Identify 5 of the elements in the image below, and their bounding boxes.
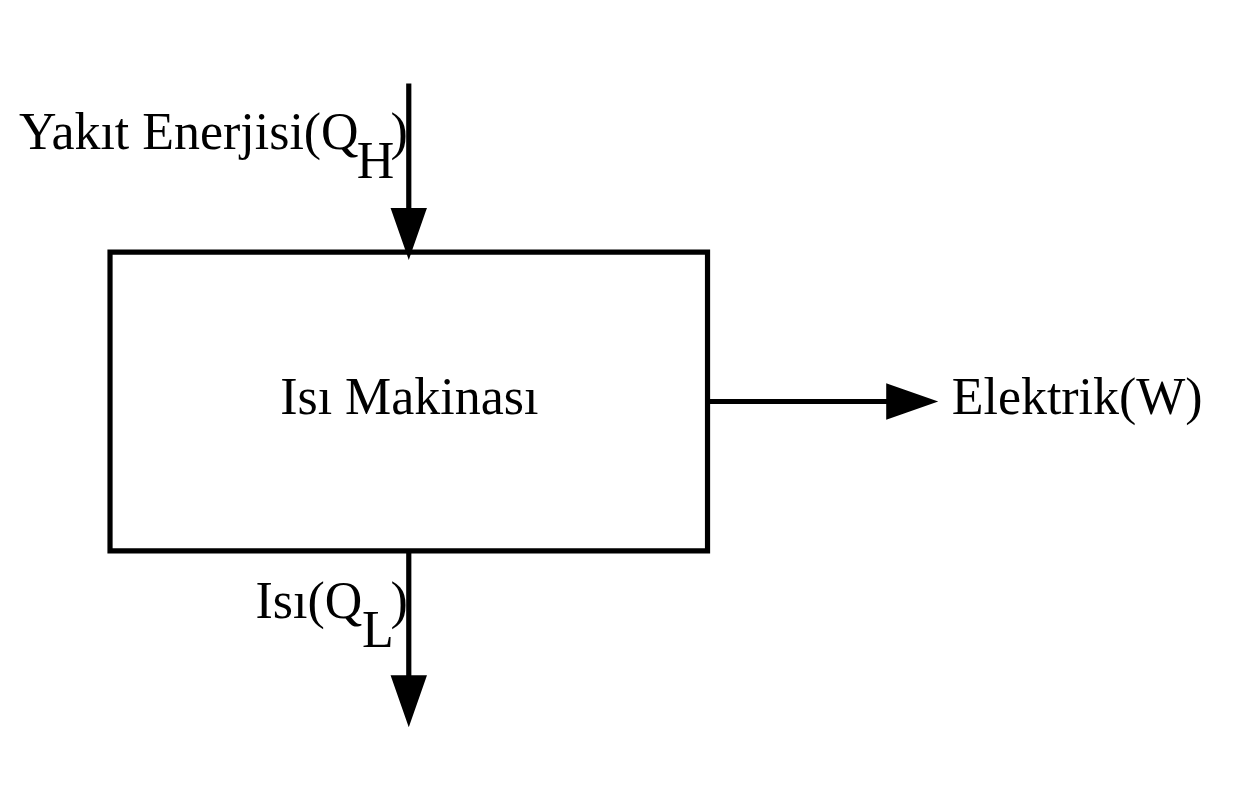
arrow: [390, 551, 427, 728]
node-box: Isı Makinası: [107, 249, 711, 554]
arrow: [708, 383, 939, 420]
node-text: Elektrik(W): [951, 368, 1203, 426]
arrow: [390, 83, 427, 260]
